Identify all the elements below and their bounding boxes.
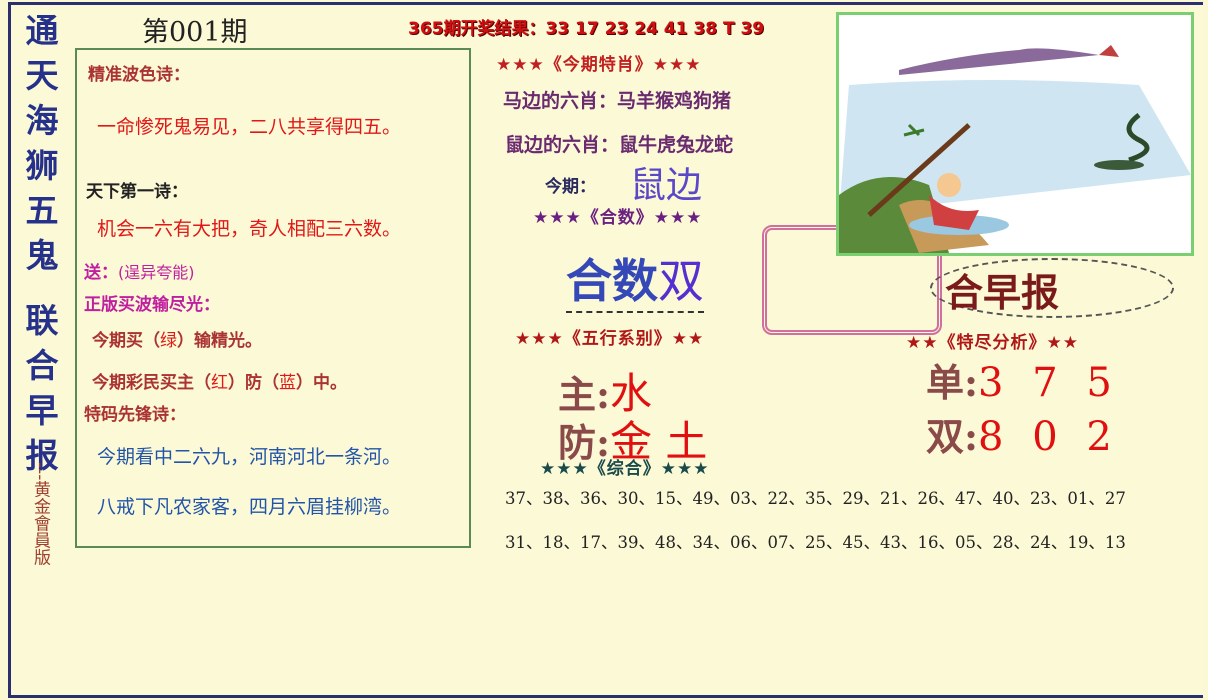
vertical-title-char: 报 [25,436,59,475]
gift-value: (逞异夸能) [118,263,195,282]
label: 马边的六肖： [503,90,618,112]
vertical-title-char: 联 [25,301,59,340]
analysis-heading: ★★《特尽分析》★★ [906,333,1079,353]
wave-poem-label: 精准波色诗： [88,65,190,85]
wave-line-2: 今期彩民买主（红）防（蓝）中。 [92,368,347,393]
analysis-even: 双:8 0 2 [926,406,1120,461]
text: 今期买（ [92,331,160,351]
vertical-title-char: 合 [25,346,59,385]
zodiac-heading: ★★★《今期特肖》★★★ [496,55,702,75]
brand-text: 合早报 [945,271,1060,315]
main-label: 主: [558,372,611,417]
first-poem: 机会一六有大把，奇人相配三六数。 [97,218,402,240]
vertical-title-char: 海 [25,101,59,140]
vertical-title: 通天海狮五鬼联合早报 [20,8,64,478]
even-value: 8 0 2 [978,414,1120,460]
vertical-title-char: 狮 [25,146,59,185]
odd-value: 3 7 5 [978,360,1120,406]
text: ）输精光。 [177,331,262,351]
guard-value: 金 土 [610,417,708,466]
color-blue: 蓝 [279,373,296,393]
value: 鼠牛虎兔龙蛇 [619,134,734,156]
draw-result: 365期开奖结果：33 17 23 24 41 38 T 39 [408,19,765,39]
special-poem-1: 今期看中二六九，河南河北一条河。 [97,446,402,468]
even-label: 双: [926,414,979,459]
zonghe-row-1: 37、38、36、30、15、49、03、22、35、29、21、26、47、4… [505,489,1126,508]
odd-label: 单: [926,360,979,405]
label: 鼠边的六肖： [505,134,620,156]
poem-panel [75,48,471,548]
brand-oval [930,258,1174,318]
special-poem-label: 特码先锋诗： [84,405,186,425]
text: 今期彩民买主（ [92,373,211,393]
special-poem-2: 八戒下凡农家客，四月六眉挂柳湾。 [97,496,402,518]
first-poem-label: 天下第一诗： [86,182,188,202]
text: ）防（ [228,373,279,393]
analysis-odd: 单:3 7 5 [926,352,1120,407]
vertical-title-char: 早 [25,391,59,430]
guard-label: 防: [558,420,611,465]
current-label: 今期： [545,177,596,197]
wuxing-heading: ★★★《五行系别》★★ [515,329,705,349]
rat-side: 鼠边的六肖：鼠牛虎兔龙蛇 [505,130,733,157]
heshu: 合数双 [566,245,704,313]
horse-side: 马边的六肖：马羊猴鸡狗猪 [503,86,731,113]
wave-line-1: 今期买（绿）输精光。 [92,326,262,351]
color-green: 绿 [160,331,177,351]
vertical-title-char: 五 [25,191,59,230]
vertical-title-char: 通 [25,11,59,50]
wave-poem: 一命惨死鬼易见，二八共享得四五。 [97,116,402,138]
zonghe-heading: ★★★《综合》★★★ [540,459,710,479]
gift-label: 送： [84,263,118,283]
color-red: 红 [211,373,228,393]
illustration [836,12,1194,256]
issue-number: 第001期 [142,17,248,48]
wuxing-guard: 防:金 土 [558,408,707,469]
heshu-heading: ★★★《合数》★★★ [533,208,703,228]
heshu-value: 双 [658,254,704,308]
fishing-scene-image [839,15,1191,253]
value: 马羊猴鸡狗猪 [617,90,732,112]
zonghe-row-2: 31、18、17、39、48、34、06、07、25、45、43、16、05、2… [505,533,1126,552]
vertical-subtitle: ---黄金會員版 [30,462,50,566]
heshu-label: 合数 [566,254,658,308]
text: ）中。 [296,373,347,393]
wave-lose-label: 正版买波输尽光： [84,295,220,315]
wuxing-main: 主:水 [558,360,652,421]
current-value: 鼠边 [630,165,703,206]
main-value: 水 [610,369,653,418]
gift-line: 送：(逞异夸能) [84,258,195,283]
vertical-title-char: 天 [25,56,59,95]
vertical-title-char: 鬼 [25,236,59,275]
